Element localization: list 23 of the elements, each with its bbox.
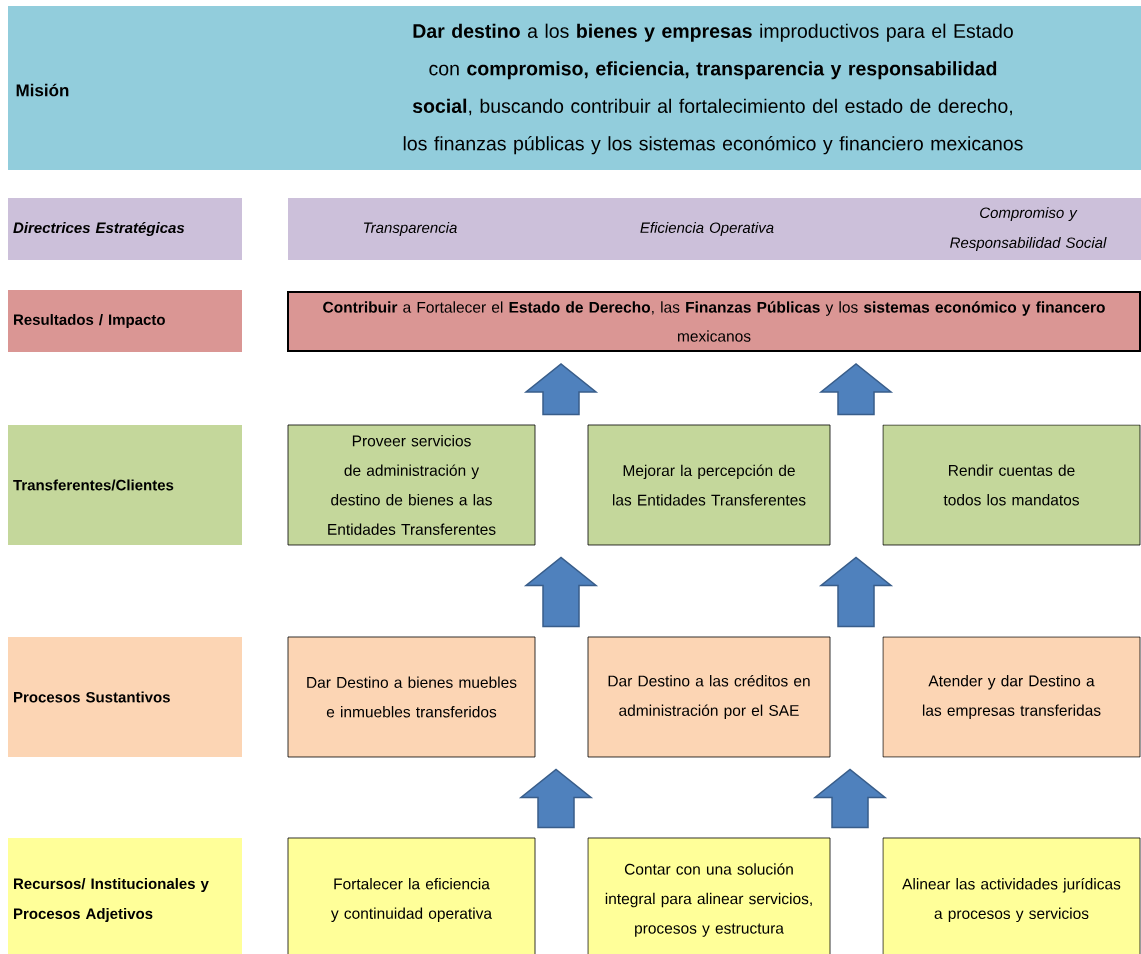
objective-box: Fortalecer la eficiencia y continuidad operativa — [287, 837, 536, 954]
result-box: Contribuir a Fortalecer el Estado de Derecho, las Finanzas Públicas y los sistemas económico y financero mexicanos — [287, 291, 1141, 352]
block-arrow — [812, 768, 888, 829]
objective-box: Atender y dar Destino a las empresas transferidas — [882, 636, 1141, 758]
block-arrow — [518, 768, 594, 829]
row-label: Transferentes/Clientes — [8, 425, 242, 545]
objective-box: Alinear las actividades jurídicas a procesos y servicios — [882, 837, 1141, 954]
row-label: Recursos/ Institucionales y Procesos Adjetivos — [8, 838, 242, 954]
objective-box: Dar Destino a las créditos en administración por el SAE — [587, 636, 831, 758]
block-arrow — [523, 556, 599, 628]
block-arrow — [818, 363, 894, 416]
mission-band: Misión Dar destino a los bienes y empresas improductivos para el Estado con compromiso, eficiencia, transparencia y responsabilidad social, buscando contribuir al fortalecimiento del estado de derecho, los finanzas públicas y los sistemas económico y financiero mexicanos — [8, 6, 1141, 170]
objective-box: Proveer servicios de administración y destino de bienes a las Entidades Transferentes — [287, 424, 536, 546]
objective-box: Dar Destino a bienes muebles e inmuebles transferidos — [287, 636, 536, 758]
row-label: Resultados / Impacto — [8, 290, 242, 352]
block-arrow — [523, 363, 599, 416]
strategy-band: Transparencia Eficiencia Operativa Compromiso y Responsabilidad Social — [288, 198, 1141, 260]
row-label: Directrices Estratégicas — [8, 198, 242, 260]
row-label: Procesos Sustantivos — [8, 637, 242, 757]
block-arrow — [818, 556, 894, 628]
objective-box: Contar con una solución integral para alinear servicios, procesos y estructura — [587, 837, 831, 954]
objective-box: Mejorar la percepción de las Entidades Transferentes — [587, 424, 831, 546]
objective-box: Rendir cuentas de todos los mandatos — [882, 424, 1141, 546]
